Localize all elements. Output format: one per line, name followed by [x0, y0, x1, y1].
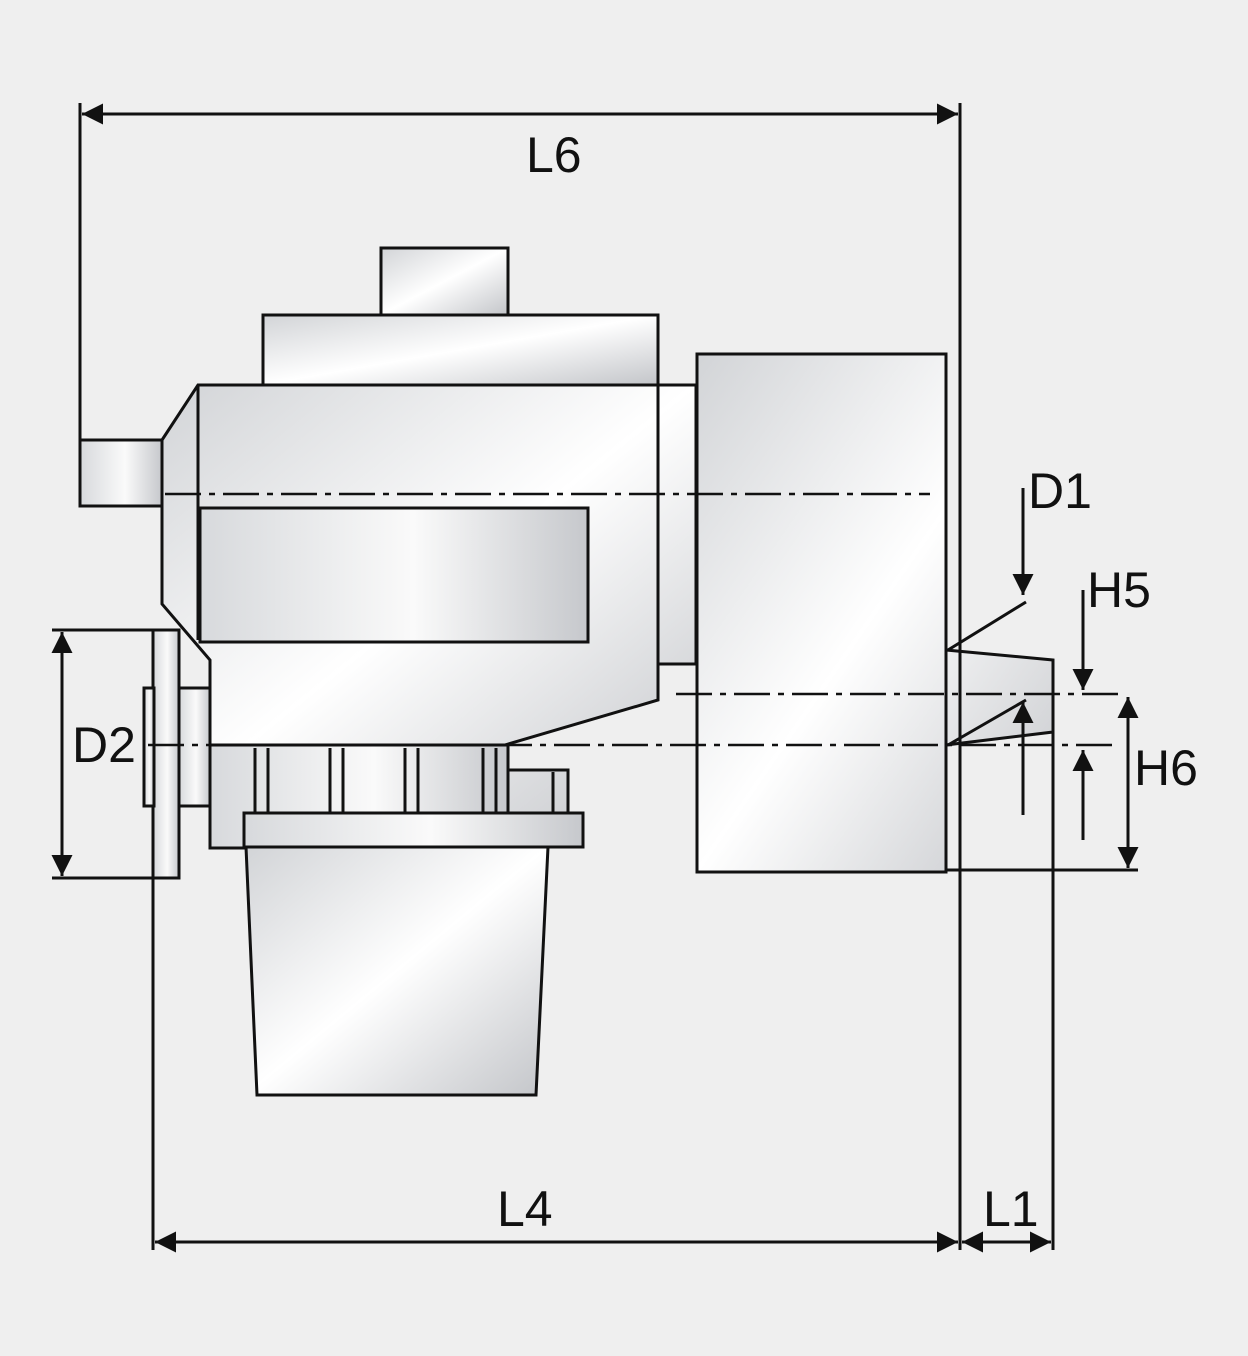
gear-box: [695, 352, 1055, 874]
flange-neck: [177, 686, 212, 808]
dimensions: [51, 103, 1139, 1253]
label-d2: D2: [72, 717, 136, 773]
dimension-labels: L6 D1 H5 D2 H6 L4 L1: [72, 127, 1198, 1237]
top-cap: [379, 246, 510, 317]
base-cone: [244, 845, 550, 1097]
label-l4: L4: [497, 1181, 553, 1237]
shaft-stub: [78, 438, 164, 508]
label-h6: H6: [1134, 740, 1198, 796]
mount-flange: [151, 628, 181, 880]
label-l1: L1: [983, 1181, 1039, 1237]
label-h5: H5: [1087, 562, 1151, 618]
cooling-fins: [253, 748, 555, 813]
front-panel: [198, 506, 590, 644]
center-lines: [148, 492, 1120, 747]
upper-housing: [261, 313, 660, 387]
base-plate: [242, 811, 585, 849]
actuator-body: [78, 246, 1055, 1097]
label-l6: L6: [526, 127, 582, 183]
label-d1: D1: [1028, 463, 1092, 519]
d1-leader: [947, 600, 1027, 652]
flange-spigot: [142, 686, 156, 808]
